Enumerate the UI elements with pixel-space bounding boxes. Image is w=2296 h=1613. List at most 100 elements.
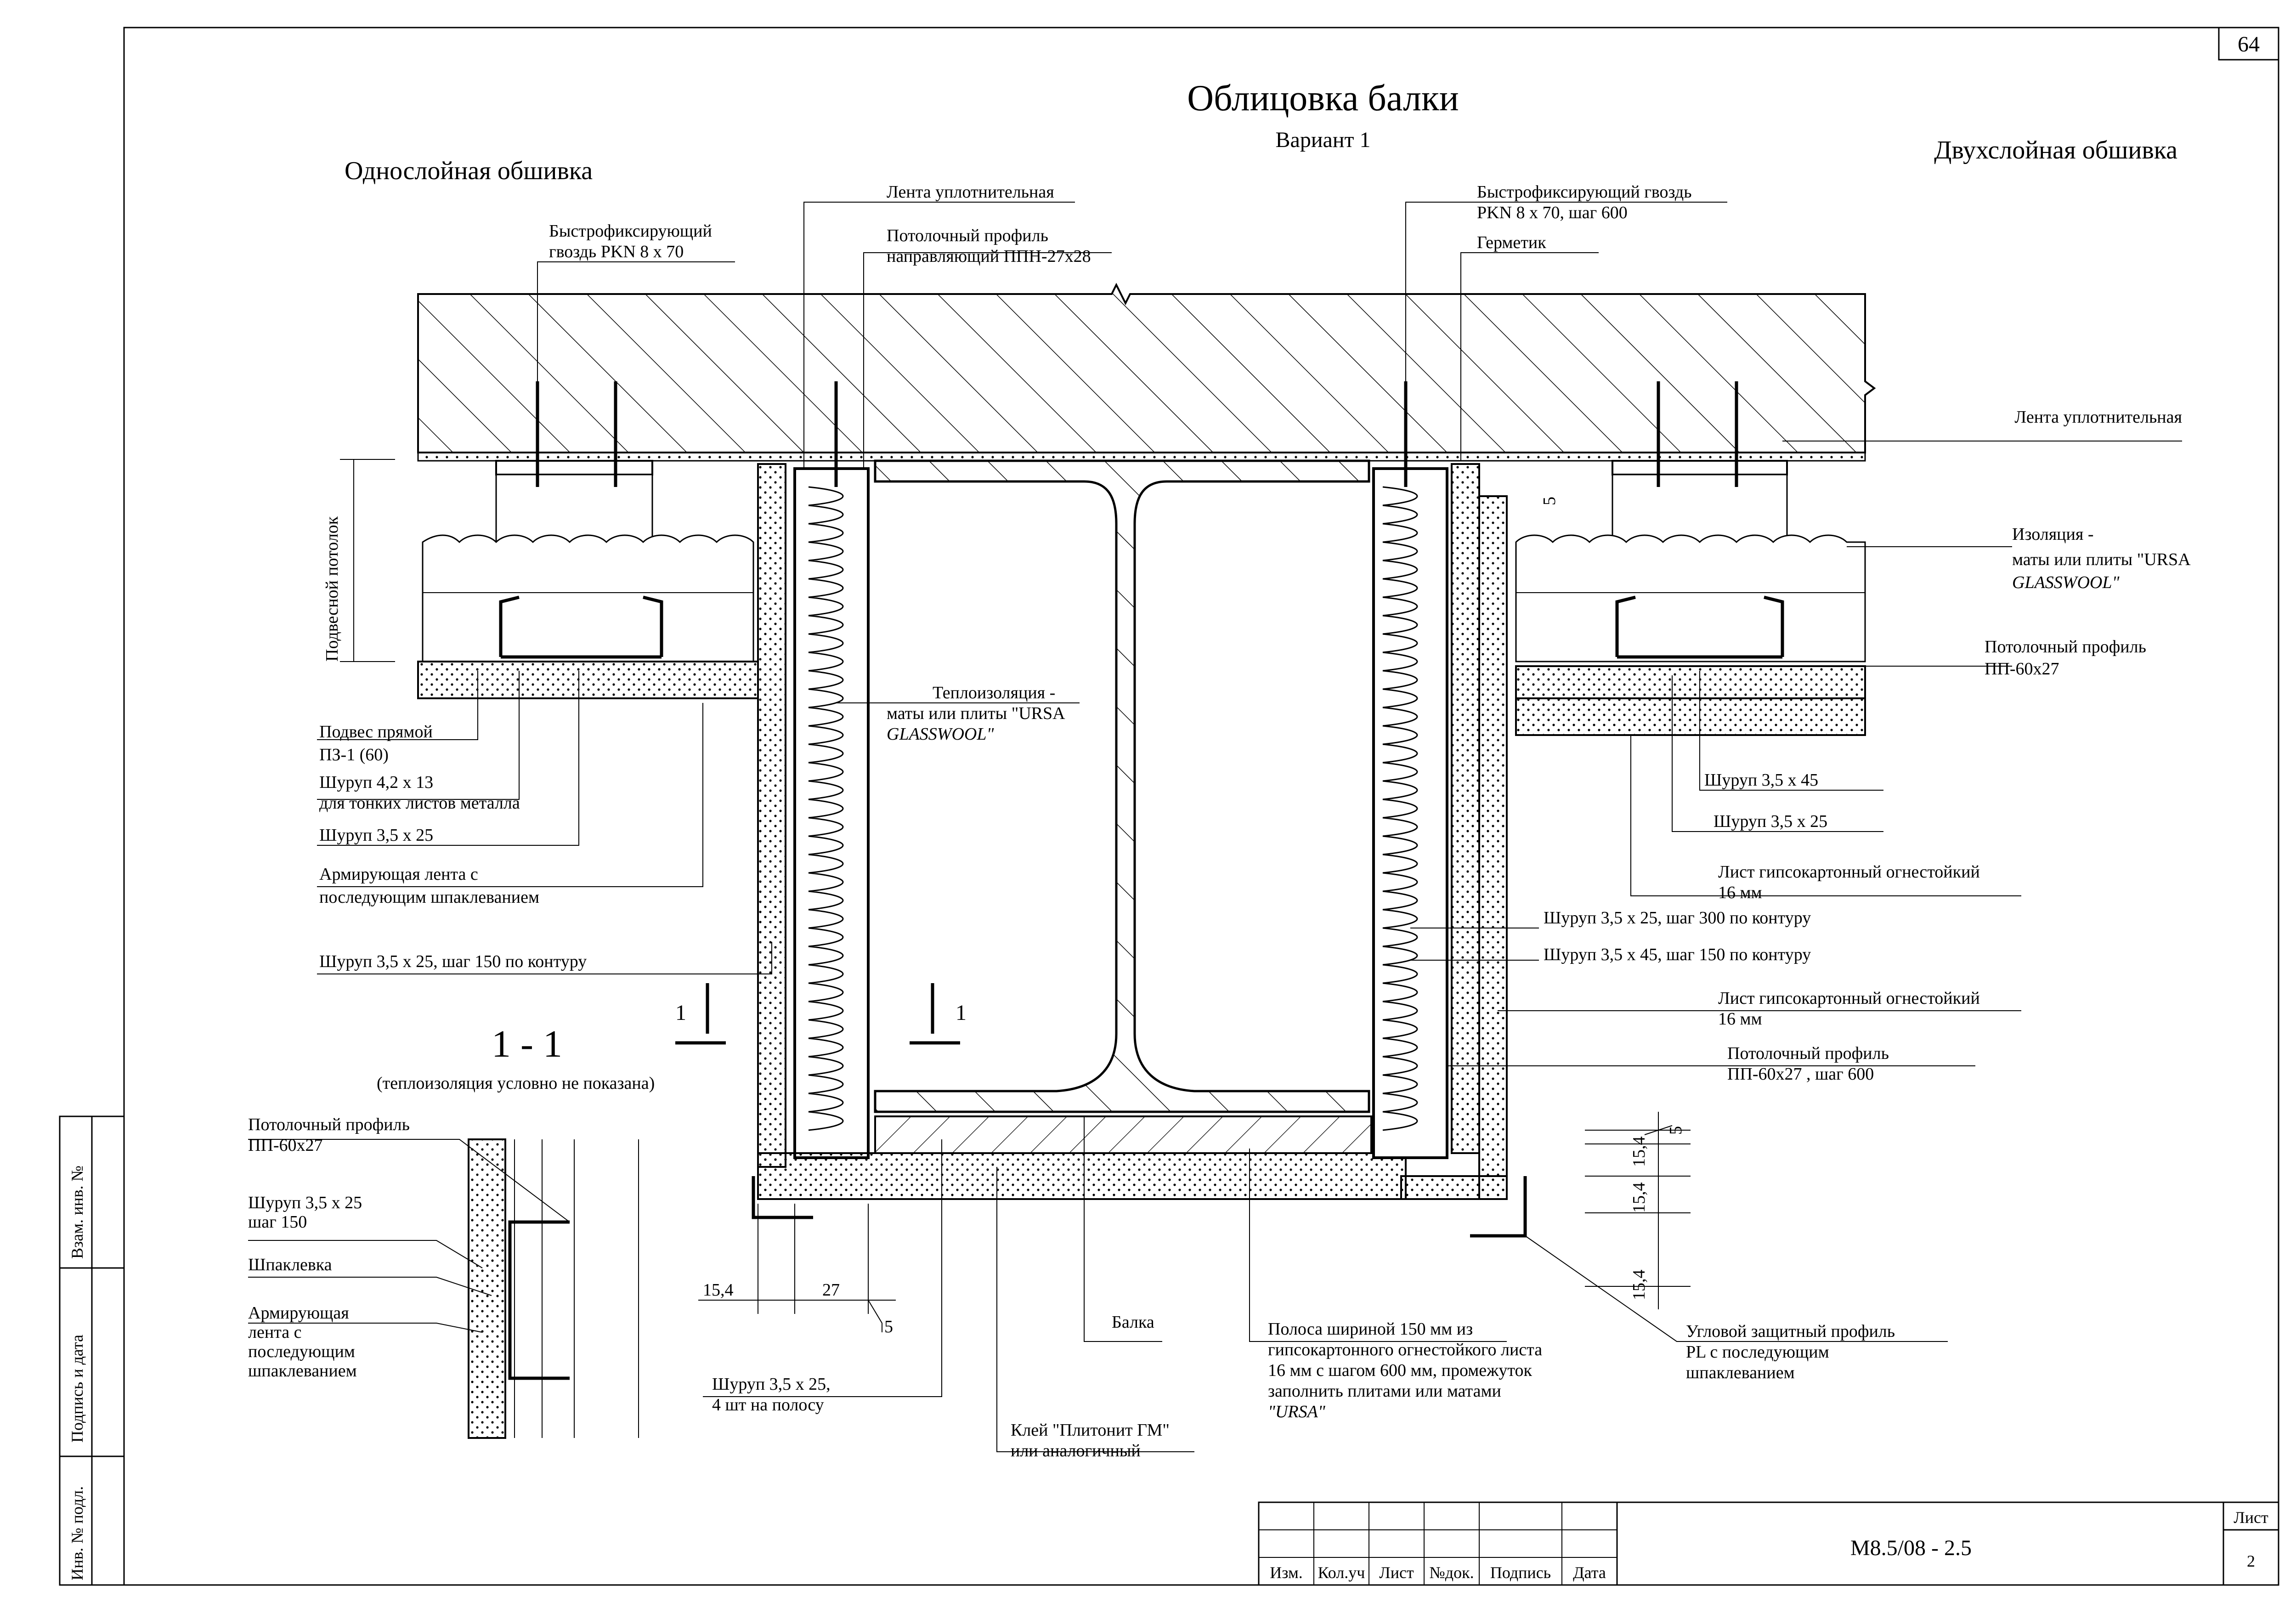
insul-right-label-3: GLASSWOOL" xyxy=(2012,573,2120,592)
gkl-label-1: Лист гипсокартонный огнестойкий xyxy=(1718,862,1980,882)
glue-label-1: Клей "Плитонит ГМ" xyxy=(1011,1421,1170,1440)
profile-right-label-1: Потолочный профиль xyxy=(1985,637,2146,657)
tb-col-izm: Изм. xyxy=(1270,1563,1303,1582)
screw-413-label-1: Шуруп 4,2 x 13 xyxy=(319,773,433,792)
section-cut-marks xyxy=(675,983,960,1045)
tape-top-label: Лента уплотнительная xyxy=(887,182,1054,202)
page-number-box xyxy=(2218,27,2279,61)
screw-strip-label-1: Шуруп 3,5 x 25, xyxy=(712,1375,831,1394)
nail-left-label-2: гвоздь PKN 8 x 70 xyxy=(549,242,684,261)
left-cladding xyxy=(757,463,1407,1200)
corner-label-1: Угловой защитный профиль xyxy=(1686,1322,1895,1341)
strip-label-2: гипсокартонного огнестойкого листа xyxy=(1268,1340,1542,1359)
right-suspended-ceiling xyxy=(1515,460,1866,736)
strip-label-1: Полоса шириной 150 мм из xyxy=(1268,1319,1473,1339)
sealant-label: Герметик xyxy=(1477,233,1546,252)
suspended-ceiling-label: Подвесной потолок xyxy=(322,516,342,662)
section-mark: 1 - 1 xyxy=(492,1023,562,1065)
profile-top-label-1: Потолочный профиль xyxy=(887,226,1048,245)
dim-154-bottom: 15,4 xyxy=(703,1280,734,1300)
dimension-bottom xyxy=(698,1204,896,1332)
tb-code: М8.5/08 - 2.5 xyxy=(1850,1536,1972,1560)
gkl2-label-1: Лист гипсокартонный огнестойкий xyxy=(1718,989,1980,1008)
sd-tape-1: Армирующая xyxy=(248,1303,349,1323)
strip-label-4: заполнить плитами или матами xyxy=(1268,1381,1501,1401)
screw-325-300-label: Шуруп 3,5 x 25, шаг 300 по контуру xyxy=(1544,908,1811,928)
drawing-title: Облицовка балки xyxy=(1187,78,1459,119)
corner-label-2: PL с последующим xyxy=(1686,1342,1829,1362)
tape-label-2: последующим шпаклеванием xyxy=(319,888,539,907)
sd-profile-2: ПП-60х27 xyxy=(248,1136,323,1155)
profile2-label-1: Потолочный профиль xyxy=(1727,1044,1889,1063)
right-title: Двухслойная обшивка xyxy=(1934,136,2177,164)
tb-sheet-no: 2 xyxy=(2247,1552,2255,1570)
dim-154-b: 15,4 xyxy=(1629,1183,1649,1213)
hanger-label-2: ПЗ-1 (60) xyxy=(319,745,389,764)
gkl-label-2: 16 мм xyxy=(1718,883,1762,902)
insul-center-label-2: маты или плиты "URSA xyxy=(887,704,1065,723)
insul-right-label-1: Изоляция - xyxy=(2012,525,2093,544)
anchor-nails xyxy=(536,381,1738,487)
dim-5-bottom: 5 xyxy=(884,1317,893,1336)
dim-27: 27 xyxy=(822,1280,840,1300)
stamp-inv-orig: Инв. № подл. xyxy=(68,1486,86,1580)
concrete-slab xyxy=(417,283,1876,462)
insul-center-label-3: GLASSWOOL" xyxy=(887,724,994,744)
sd-tape-3: последующим xyxy=(248,1342,355,1361)
dim-154-c: 15,4 xyxy=(1629,1270,1649,1301)
section-detail xyxy=(468,1138,639,1439)
profile-top-label-2: направляющий ППН-27х28 xyxy=(887,247,1091,266)
dim-5-top: 5 xyxy=(1540,497,1559,505)
right-cladding xyxy=(1372,463,1508,1200)
sd-tape-4: шпаклеванием xyxy=(248,1361,357,1381)
section-note: (теплоизоляция условно не показана) xyxy=(377,1074,655,1093)
tb-col-sign: Подпись xyxy=(1490,1563,1551,1582)
tb-col-date: Дата xyxy=(1573,1563,1606,1582)
sd-screw-1: Шуруп 3,5 x 25 xyxy=(248,1193,362,1212)
dimension-right xyxy=(1585,1112,1691,1309)
bottom-strip xyxy=(752,1115,1527,1238)
gkl2-label-2: 16 мм xyxy=(1718,1009,1762,1029)
insul-right-label-2: маты или плиты "URSA xyxy=(2012,550,2191,569)
hanger-label-1: Подвес прямой xyxy=(319,722,433,741)
page-number: 64 xyxy=(2238,32,2260,57)
sd-profile-1: Потолочный профиль xyxy=(248,1115,410,1134)
side-stamp xyxy=(59,1115,125,1586)
nail-right-label-1: Быстрофиксирующий гвоздь xyxy=(1477,182,1692,202)
strip-label-3: 16 мм с шагом 600 мм, промежуток xyxy=(1268,1361,1533,1380)
screw-345-label: Шуруп 3,5 x 45 xyxy=(1704,770,1818,790)
leader-lines xyxy=(317,202,2182,1452)
dim-5-right: 5 xyxy=(1666,1126,1685,1135)
tb-col-list: Лист xyxy=(1379,1563,1414,1582)
screw-strip-label-2: 4 шт на полосу xyxy=(712,1395,824,1415)
tape-right-label: Лента уплотнительная xyxy=(2014,407,2182,427)
variant-label: Вариант 1 xyxy=(1276,128,1371,152)
screw-325-right-label: Шуруп 3,5 x 25 xyxy=(1714,812,1827,831)
left-title: Однослойная обшивка xyxy=(345,157,593,185)
stamp-sign-date: Подпись и дата xyxy=(68,1335,86,1443)
insul-center-label-1: Теплоизоляция - xyxy=(933,683,1055,702)
dim-154-a: 15,4 xyxy=(1629,1137,1649,1167)
beam-label: Балка xyxy=(1112,1313,1154,1332)
tb-col-ndok: №док. xyxy=(1429,1563,1474,1582)
nail-right-label-2: PKN 8 x 70, шаг 600 xyxy=(1477,203,1628,222)
tb-col-kolch: Кол.уч xyxy=(1318,1563,1365,1582)
strip-label-5: "URSA" xyxy=(1268,1402,1326,1421)
steel-i-beam xyxy=(874,459,1370,1113)
sd-tape-2: лента с xyxy=(248,1323,301,1342)
stamp-inv-repl: Взам. инв. № xyxy=(68,1166,86,1259)
sd-putty: Шпаклевка xyxy=(248,1255,332,1274)
left-suspended-ceiling xyxy=(417,460,759,699)
glue-label-2: или аналогичный xyxy=(1011,1441,1141,1460)
screw-325-150-label: Шуруп 3,5 x 25, шаг 150 по контуру xyxy=(319,952,587,971)
section-detail-leaders xyxy=(248,1139,570,1333)
profile-right-label-2: ПП-60х27 xyxy=(1985,659,2059,679)
sd-screw-2: шаг 150 xyxy=(248,1212,307,1232)
cut-label-right: 1 xyxy=(956,1001,967,1025)
sheet-frame xyxy=(123,27,2279,1586)
profile2-label-2: ПП-60х27 , шаг 600 xyxy=(1727,1064,1874,1084)
nail-left-label-1: Быстрофиксирующий xyxy=(549,221,712,241)
screw-325-label: Шуруп 3,5 x 25 xyxy=(319,826,433,845)
cut-label-left: 1 xyxy=(675,1001,686,1025)
